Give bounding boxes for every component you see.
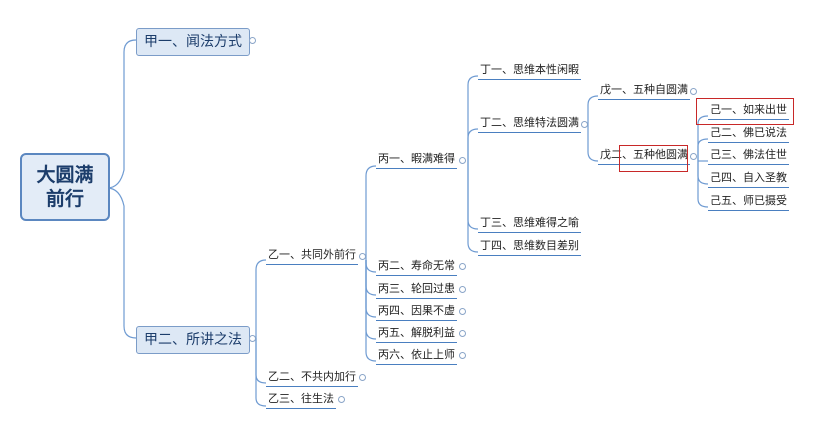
topic-bing3[interactable]: 丙三、轮回过患	[376, 282, 457, 299]
topic-ding1[interactable]: 丁一、思维本性闲暇	[478, 63, 581, 80]
collapse-toggle-icon[interactable]	[249, 335, 256, 342]
link-root-jia1	[106, 39, 137, 189]
topic-jia1[interactable]: 甲一、闻法方式	[136, 28, 250, 56]
topic-yi3[interactable]: 乙三、往生法	[266, 392, 336, 409]
topic-ding4-label: 丁四、思维数目差别	[480, 239, 579, 252]
collapse-toggle-icon[interactable]	[581, 121, 588, 128]
expand-toggle-icon[interactable]	[459, 352, 466, 359]
root-label: 大圆满 前行	[36, 164, 94, 210]
link-ding2-wu1	[587, 95, 599, 129]
link-wu2-ji1	[697, 115, 709, 161]
link-root-jia2	[106, 187, 137, 339]
topic-ji4[interactable]: 己四、自入圣教	[708, 171, 789, 188]
link-ding2-wu2	[587, 129, 599, 162]
topic-bing1[interactable]: 丙一、暇满难得	[376, 152, 457, 169]
expand-toggle-icon[interactable]	[459, 263, 466, 270]
link-bing1-ding3	[467, 166, 479, 230]
topic-jia2-label: 甲二、所讲之法	[144, 332, 242, 348]
highlight-box	[696, 98, 794, 125]
topic-ji5[interactable]: 己五、师已摄受	[708, 194, 789, 211]
expand-toggle-icon[interactable]	[459, 308, 466, 315]
link-jia2-yi1	[255, 259, 267, 339]
topic-yi2-label: 乙二、不共内加行	[268, 370, 356, 383]
root-topic[interactable]: 大圆满 前行	[20, 153, 110, 221]
link-bing1-ding1	[467, 75, 479, 166]
link-wu2-ji4	[697, 161, 709, 185]
expand-toggle-icon[interactable]	[338, 396, 345, 403]
topic-ding4[interactable]: 丁四、思维数目差别	[478, 239, 581, 256]
link-bing1-ding2	[467, 128, 479, 166]
topic-bing4-label: 丙四、因果不虚	[378, 304, 455, 317]
topic-jia1-label: 甲一、闻法方式	[144, 34, 242, 50]
topic-yi1[interactable]: 乙一、共同外前行	[266, 248, 358, 265]
expand-toggle-icon[interactable]	[690, 88, 697, 95]
link-yi1-bing6	[365, 260, 377, 362]
topic-jia2[interactable]: 甲二、所讲之法	[136, 326, 250, 354]
link-bing1-ding4	[467, 166, 479, 253]
topic-wu1-label: 戊一、五种自圆满	[600, 83, 688, 96]
topic-bing2-label: 丙二、寿命无常	[378, 259, 455, 272]
topic-bing5[interactable]: 丙五、解脱利益	[376, 326, 457, 343]
topic-ding2-label: 丁二、思维特法圆满	[480, 116, 579, 129]
topic-ding3-label: 丁三、思维难得之喻	[480, 216, 579, 229]
topic-bing3-label: 丙三、轮回过患	[378, 282, 455, 295]
topic-wu2-label: 戊二、五种他圆满	[600, 148, 688, 161]
topic-yi2[interactable]: 乙二、不共内加行	[266, 370, 358, 387]
topic-ji1-label: 己一、如来出世	[710, 103, 787, 116]
collapse-toggle-icon[interactable]	[459, 157, 466, 164]
topic-bing2[interactable]: 丙二、寿命无常	[376, 259, 457, 276]
link-yi1-bing3	[365, 260, 377, 296]
link-jia2-yi3	[255, 338, 267, 407]
link-wu2-ji5	[697, 161, 709, 208]
topic-bing6[interactable]: 丙六、依止上师	[376, 348, 457, 365]
topic-ji2[interactable]: 己二、佛已说法	[708, 126, 789, 143]
link-yi1-bing1	[365, 165, 377, 260]
topic-ji2-label: 己二、佛已说法	[710, 126, 787, 139]
expand-toggle-icon[interactable]	[249, 37, 256, 44]
link-wu2-ji2	[697, 138, 709, 161]
expand-toggle-icon[interactable]	[459, 286, 466, 293]
topic-ji3-label: 己三、佛法住世	[710, 148, 787, 161]
link-jia2-yi2	[255, 338, 267, 384]
topic-bing4[interactable]: 丙四、因果不虚	[376, 304, 457, 321]
topic-ding3[interactable]: 丁三、思维难得之喻	[478, 216, 581, 233]
topic-wu2[interactable]: 戊二、五种他圆满	[598, 148, 690, 165]
topic-ji5-label: 己五、师已摄受	[710, 194, 787, 207]
topic-ding2[interactable]: 丁二、思维特法圆满	[478, 116, 581, 133]
highlight-box	[619, 145, 688, 172]
topic-yi1-label: 乙一、共同外前行	[268, 248, 356, 261]
expand-toggle-icon[interactable]	[459, 330, 466, 337]
link-yi1-bing2	[365, 260, 377, 273]
topic-bing1-label: 丙一、暇满难得	[378, 152, 455, 165]
topic-bing6-label: 丙六、依止上师	[378, 348, 455, 361]
topic-bing5-label: 丙五、解脱利益	[378, 326, 455, 339]
collapse-toggle-icon[interactable]	[359, 253, 366, 260]
collapse-toggle-icon[interactable]	[690, 153, 697, 160]
topic-ji3[interactable]: 己三、佛法住世	[708, 148, 789, 165]
topic-wu1[interactable]: 戊一、五种自圆满	[598, 83, 690, 100]
expand-toggle-icon[interactable]	[359, 374, 366, 381]
topic-yi3-label: 乙三、往生法	[268, 392, 334, 405]
topic-ji4-label: 己四、自入圣教	[710, 171, 787, 184]
topic-ding1-label: 丁一、思维本性闲暇	[480, 63, 579, 76]
topic-ji1[interactable]: 己一、如来出世	[708, 103, 789, 120]
